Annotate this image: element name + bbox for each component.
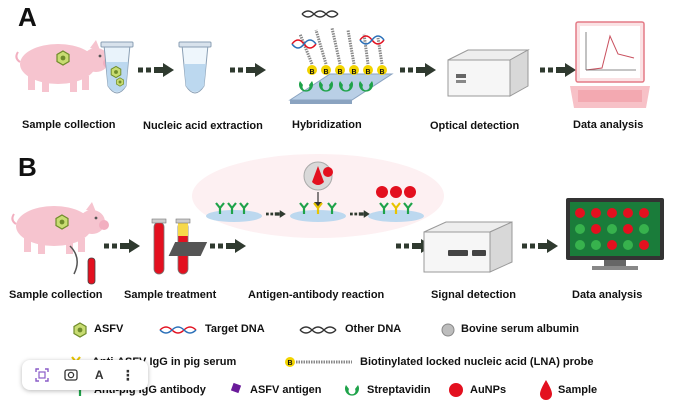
optical-device-a xyxy=(447,49,530,97)
extraction-tube xyxy=(178,41,212,94)
legend-asfv: ASFV xyxy=(94,323,124,335)
label-optical-detection: Optical detection xyxy=(430,120,520,132)
probe-letter-4: B xyxy=(351,69,356,76)
probe-letter-6: B xyxy=(379,69,384,76)
signal-device-b xyxy=(423,221,513,273)
legend-target-dna: Target DNA xyxy=(205,323,265,335)
probe-letter-3: B xyxy=(337,69,342,76)
legend-other-dna-icon xyxy=(299,326,337,334)
arrow-b1 xyxy=(104,239,140,253)
floating-toolbar: A ⋮ xyxy=(22,360,148,390)
arrow-a3 xyxy=(400,63,436,77)
label-nucleic-acid-extraction: Nucleic acid extraction xyxy=(143,120,263,132)
arrow-a4 xyxy=(540,63,576,77)
probe-letter-5: B xyxy=(365,69,370,76)
translate-icon: A xyxy=(94,368,104,382)
pig-illustration-a xyxy=(15,39,114,93)
probe-row: B B B B B B xyxy=(291,10,387,92)
well-grid xyxy=(575,208,649,250)
panel-letter-a: A xyxy=(18,2,37,32)
translate-button[interactable]: A xyxy=(87,364,111,386)
pig-illustration-b xyxy=(11,201,110,255)
scan-button[interactable] xyxy=(30,364,54,386)
lens-button[interactable] xyxy=(59,364,83,386)
arrow-b2 xyxy=(210,239,246,253)
label-data-analysis-a: Data analysis xyxy=(573,119,644,131)
legend-asfv-antigen: ASFV antigen xyxy=(250,384,322,396)
legend-bsa-icon xyxy=(441,323,455,337)
laptop-a xyxy=(570,21,650,108)
scan-icon xyxy=(35,368,49,382)
legend-antigen-icon xyxy=(230,382,242,394)
legend-other-dna: Other DNA xyxy=(345,323,402,335)
legend-sample: Sample xyxy=(558,384,598,396)
blood-draw xyxy=(69,245,96,285)
monitor-b xyxy=(566,198,664,270)
legend-sample-icon xyxy=(540,380,552,400)
arrow-b4 xyxy=(522,239,558,253)
more-options-button[interactable]: ⋮ xyxy=(116,364,140,386)
label-hybridization: Hybridization xyxy=(292,119,362,131)
legend-asfv-icon xyxy=(73,322,87,338)
probe-letter-1: B xyxy=(309,69,314,76)
legend-aunps-icon xyxy=(449,383,463,397)
label-sample-collection-b: Sample collection xyxy=(9,289,103,301)
sample-tube-a xyxy=(100,41,134,94)
label-sample-treatment: Sample treatment xyxy=(124,289,217,301)
legend-aunps: AuNPs xyxy=(470,384,507,396)
legend-lna-icon xyxy=(285,357,352,367)
label-signal-detection: Signal detection xyxy=(431,289,516,301)
more-options-icon: ⋮ xyxy=(120,366,135,383)
legend-bsa: Bovine serum albumin xyxy=(461,323,579,335)
legend-lna-letter: B xyxy=(287,360,292,367)
legend-lna-probe: Biotinylated locked nucleic acid (LNA) p… xyxy=(360,356,594,368)
arrow-a1 xyxy=(138,63,174,77)
legend-streptavidin-icon xyxy=(345,385,359,396)
lens-icon xyxy=(64,369,78,381)
label-data-analysis-b: Data analysis xyxy=(572,289,643,301)
legend-target-dna-icon xyxy=(159,326,197,334)
arrow-a2 xyxy=(230,63,266,77)
label-sample-collection-a: Sample collection xyxy=(22,119,116,131)
hybridization-chip: B B B B B B xyxy=(288,10,394,104)
reaction-area xyxy=(168,154,444,256)
probe-letter-2: B xyxy=(323,69,328,76)
legend-streptavidin: Streptavidin xyxy=(367,384,431,396)
label-antigen-antibody-reaction: Antigen-antibody reaction xyxy=(248,289,385,301)
panel-letter-b: B xyxy=(18,152,37,182)
